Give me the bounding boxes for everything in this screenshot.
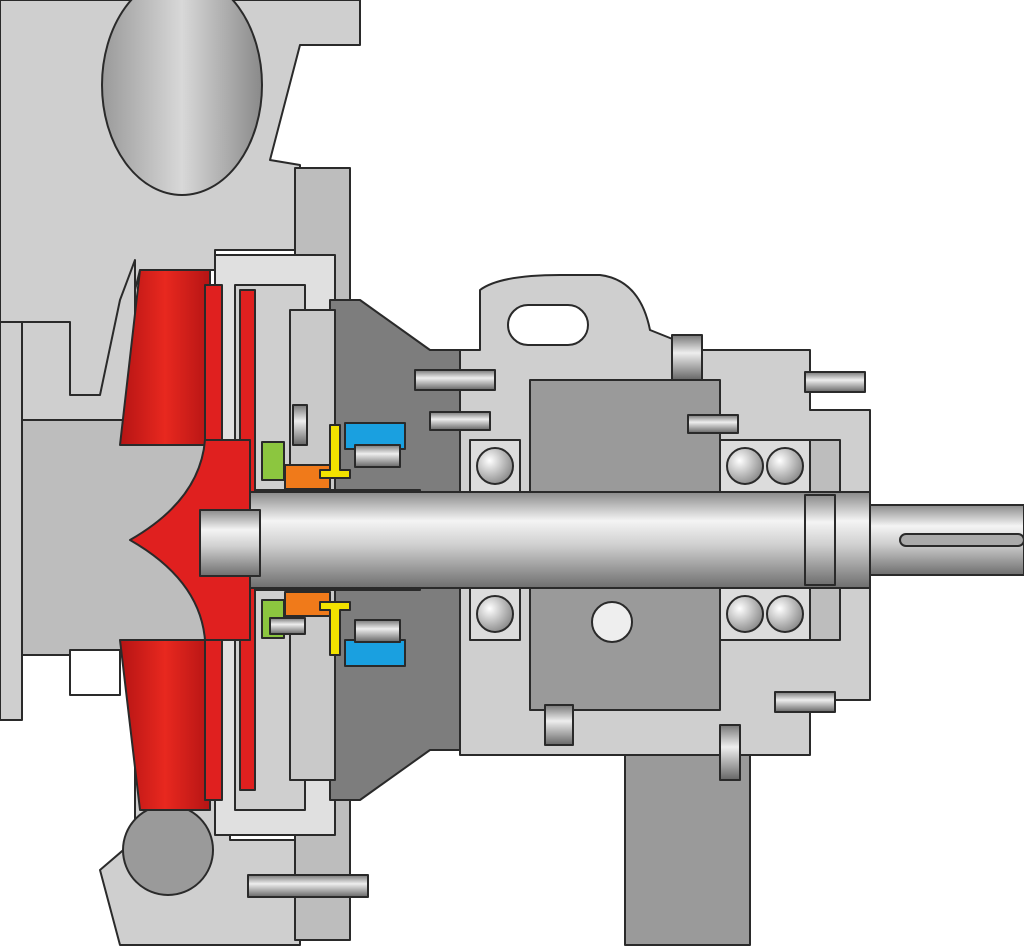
oil-sight-glass xyxy=(591,601,633,643)
lifting-eye xyxy=(507,304,589,346)
pump-casing xyxy=(0,0,361,946)
shaft xyxy=(199,491,1024,589)
mechanical-seal xyxy=(261,422,406,667)
bolts xyxy=(247,334,866,898)
bearings xyxy=(469,439,811,643)
volute-passage xyxy=(101,0,263,196)
support-foot xyxy=(624,754,751,946)
shaft-thread-nut xyxy=(199,509,261,577)
volute-passage-lower xyxy=(122,804,214,896)
keyway xyxy=(899,533,1024,547)
